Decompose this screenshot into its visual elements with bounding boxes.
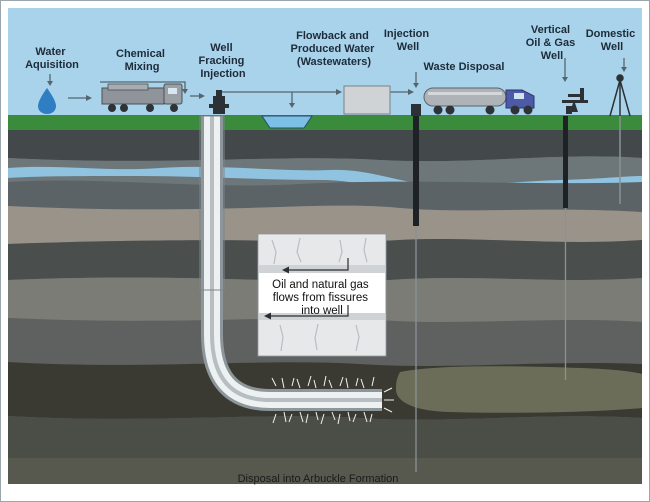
inset-box bbox=[257, 233, 387, 357]
arbuckle-band bbox=[8, 458, 642, 484]
layer-sandstone bbox=[8, 205, 642, 244]
fracture-fissures bbox=[271, 375, 394, 425]
domestic-well-pump-icon bbox=[609, 74, 631, 117]
ground-surface bbox=[8, 115, 642, 130]
inset-caption: Oil and natural gas flows from fissures … bbox=[272, 279, 372, 317]
pump-jack-icon bbox=[562, 88, 588, 114]
wellhead bbox=[209, 90, 229, 114]
arrowheads bbox=[47, 67, 627, 108]
label-injection-well: Injection Well bbox=[384, 28, 432, 53]
injection-wellhead bbox=[411, 104, 421, 116]
chemical-mixing-truck bbox=[101, 83, 183, 112]
waste-tanker-truck bbox=[423, 87, 535, 115]
process-arrows bbox=[49, 58, 625, 106]
flowback-tank bbox=[343, 85, 391, 115]
fracking-well-casing bbox=[199, 115, 382, 411]
water-drop-icon bbox=[38, 88, 56, 114]
label-domestic-well: Domestic Well bbox=[586, 28, 639, 53]
layer-lens bbox=[395, 366, 642, 413]
layer-shale-top bbox=[8, 130, 642, 162]
label-water-acquisition: Water Aquisition bbox=[25, 46, 79, 71]
storage-pond bbox=[261, 115, 313, 129]
label-disposal-arbuckle: Disposal into Arbuckle Formation bbox=[238, 473, 399, 485]
label-vertical-well: Vertical Oil & Gas Well bbox=[526, 24, 579, 62]
layer-rock-2 bbox=[8, 180, 642, 212]
label-chemical-mixing: Chemical Mixing bbox=[116, 48, 168, 73]
vertical-well-pipe bbox=[563, 116, 568, 208]
label-flowback: Flowback and Produced Water (Wastewaters… bbox=[290, 30, 377, 68]
label-well-fracking-injection: Well Fracking Injection bbox=[199, 42, 248, 80]
injection-well-pipe bbox=[413, 116, 419, 226]
label-waste-disposal: Waste Disposal bbox=[424, 61, 505, 73]
